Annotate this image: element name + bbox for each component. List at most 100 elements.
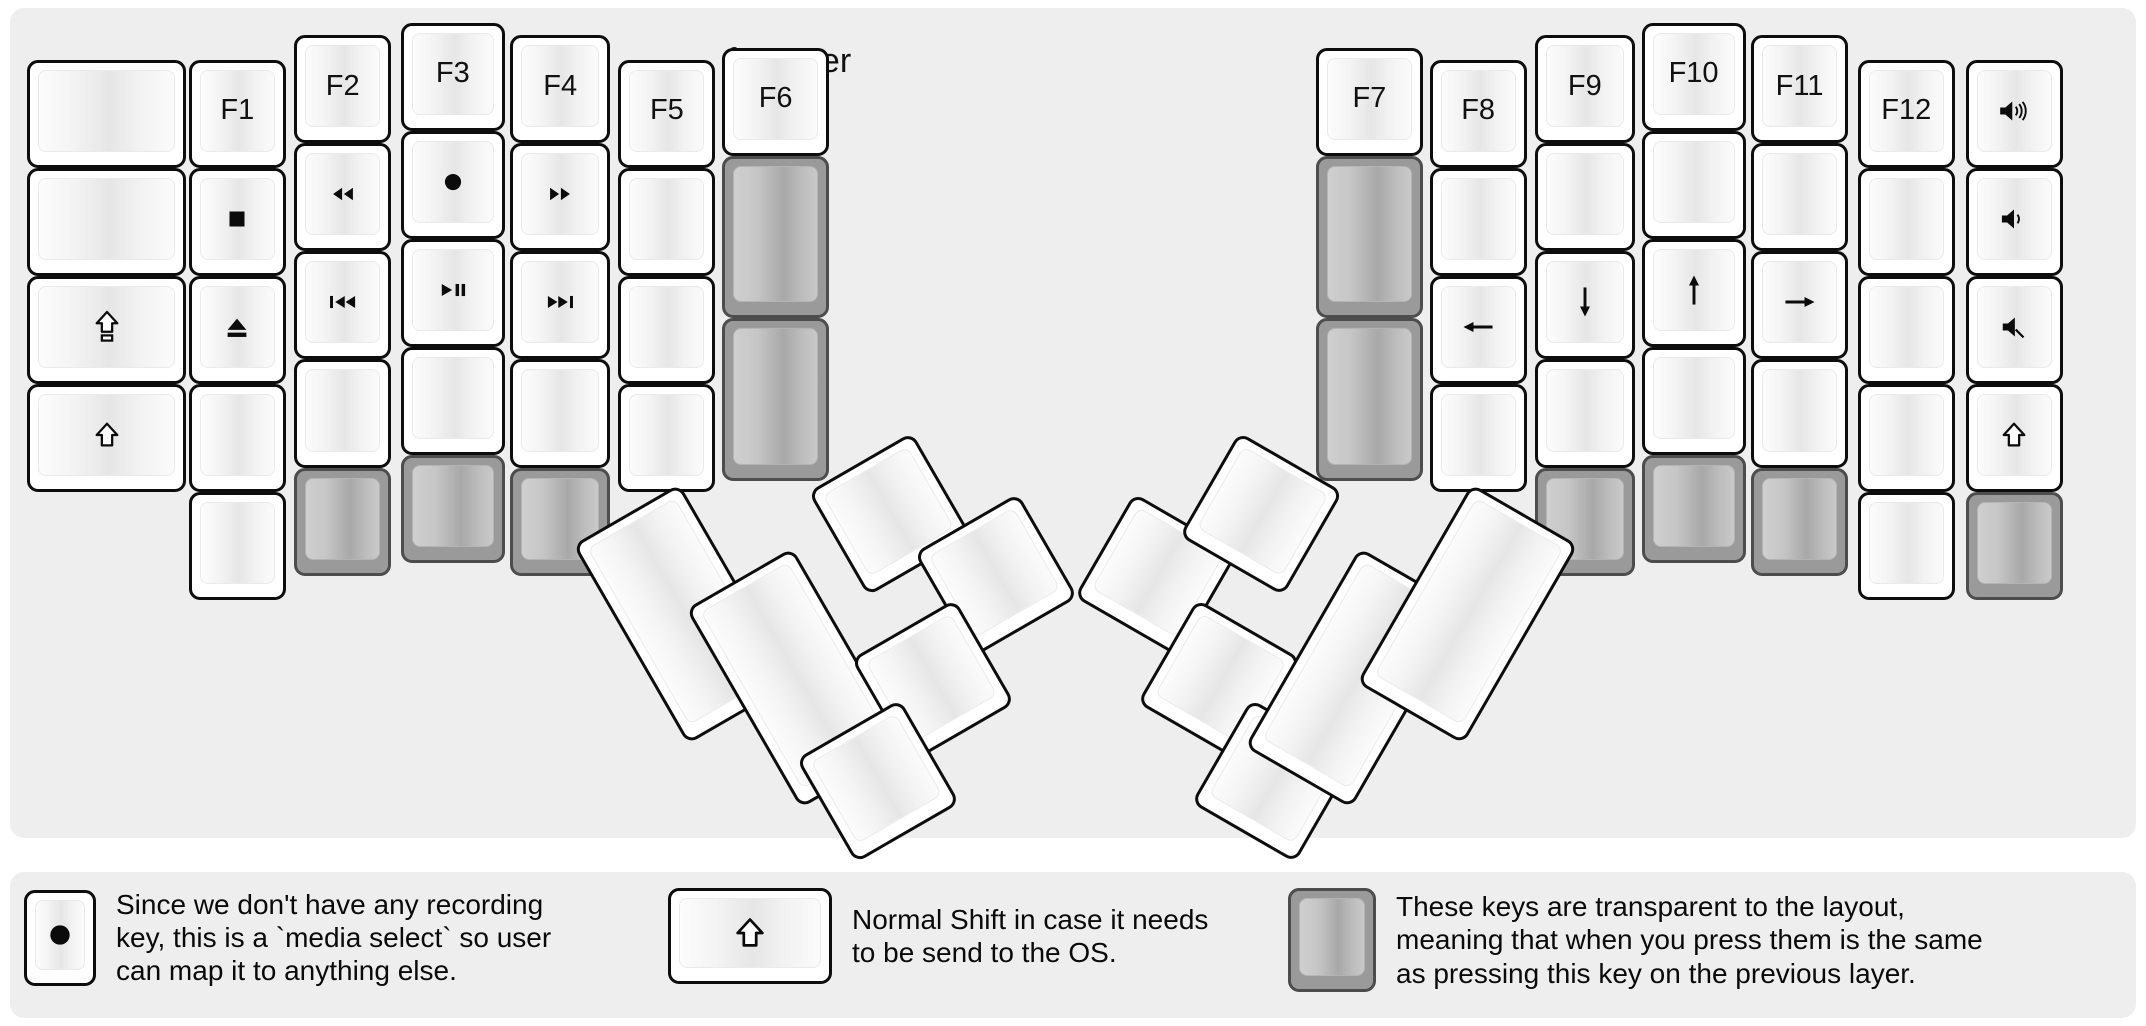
left-inner-extra-key-1[interactable]: F6 xyxy=(722,47,829,156)
left-pinky-outer-key-4[interactable] xyxy=(27,384,187,493)
left-inner-extra-key-3[interactable] xyxy=(722,318,829,482)
right-index-key-3[interactable] xyxy=(1534,251,1635,360)
keycap xyxy=(305,153,381,236)
media-record-icon xyxy=(438,167,468,197)
right-pinky-key-1[interactable]: F12 xyxy=(1857,59,1955,168)
right-pinky-outer-key-2[interactable] xyxy=(1965,167,2063,276)
right-middle-key-1[interactable]: F10 xyxy=(1641,22,1746,131)
volume-down-icon xyxy=(1995,204,2033,234)
right-inner-extra-key-2[interactable] xyxy=(1316,155,1423,319)
keycap xyxy=(1976,69,2052,152)
right-index-key-2[interactable] xyxy=(1534,143,1635,252)
left-middle-key-2[interactable] xyxy=(400,131,505,240)
right-inner-extra-key-3[interactable] xyxy=(1316,318,1423,482)
keycap: F10 xyxy=(1652,32,1735,115)
left-pinky-key-2[interactable] xyxy=(188,167,286,276)
right-index-key-1[interactable]: F9 xyxy=(1534,35,1635,144)
keycap xyxy=(521,261,600,344)
legend-text-1: Since we don't have any recording key, t… xyxy=(116,889,552,987)
left-index-key-4[interactable] xyxy=(510,359,611,468)
keycap xyxy=(1762,369,1838,452)
left-pinky-outer-key-3[interactable] xyxy=(27,276,187,385)
key-label: F4 xyxy=(543,69,578,102)
keycap xyxy=(305,477,381,560)
left-inner-extra-key-2[interactable] xyxy=(722,155,829,319)
keycap xyxy=(733,165,818,303)
left-ring-key-4[interactable] xyxy=(294,359,392,468)
shift-icon xyxy=(1999,420,2029,450)
left-ring-key-5[interactable] xyxy=(294,467,392,576)
left-pinky-key-5[interactable] xyxy=(188,492,286,601)
media-record-icon xyxy=(42,917,78,953)
right-inner-key-3[interactable] xyxy=(1429,276,1527,385)
right-ring-key-1[interactable]: F11 xyxy=(1751,35,1849,144)
left-ring-key-2[interactable] xyxy=(294,143,392,252)
arrow-right-icon xyxy=(1780,287,1820,317)
key-label: F3 xyxy=(435,57,470,90)
key-label: F12 xyxy=(1881,94,1932,127)
right-ring-key-2[interactable] xyxy=(1751,143,1849,252)
right-pinky-key-5[interactable] xyxy=(1857,492,1955,601)
keycap xyxy=(1976,502,2052,585)
left-index-key-2[interactable] xyxy=(510,143,611,252)
keycap xyxy=(1440,394,1516,477)
keycap xyxy=(1440,177,1516,260)
legend-item-2: Normal Shift in case it needs to be send… xyxy=(668,888,1208,984)
right-pinky-key-3[interactable] xyxy=(1857,276,1955,385)
right-pinky-outer-key-4[interactable] xyxy=(1965,384,2063,493)
legend-key-3 xyxy=(1288,888,1376,992)
right-middle-key-5[interactable] xyxy=(1641,455,1746,564)
media-fast-forward-icon xyxy=(542,179,578,209)
shift-icon xyxy=(92,420,122,450)
keycap xyxy=(1868,177,1944,260)
left-inner-key-4[interactable] xyxy=(618,384,716,493)
right-middle-key-3[interactable] xyxy=(1641,239,1746,348)
right-inner-key-2[interactable] xyxy=(1429,167,1527,276)
keycap xyxy=(199,177,275,260)
right-index-key-4[interactable] xyxy=(1534,359,1635,468)
keycap xyxy=(411,357,494,440)
left-pinky-key-1[interactable]: F1 xyxy=(188,59,286,168)
left-inner-key-3[interactable] xyxy=(618,276,716,385)
arrow-down-icon xyxy=(1570,282,1600,322)
left-index-key-1[interactable]: F4 xyxy=(510,35,611,144)
left-middle-key-1[interactable]: F3 xyxy=(400,22,505,131)
keycap xyxy=(305,261,381,344)
right-ring-key-3[interactable] xyxy=(1751,251,1849,360)
left-pinky-outer-key-1[interactable] xyxy=(27,59,187,168)
keycap: F1 xyxy=(199,69,275,152)
left-middle-key-4[interactable] xyxy=(400,347,505,456)
keycap xyxy=(1762,477,1838,560)
left-middle-key-5[interactable] xyxy=(400,455,505,564)
left-inner-key-1[interactable]: F5 xyxy=(618,59,716,168)
keycap: F11 xyxy=(1762,45,1838,128)
left-pinky-outer-key-2[interactable] xyxy=(27,167,187,276)
right-pinky-outer-key-5[interactable] xyxy=(1965,492,2063,601)
right-pinky-key-2[interactable] xyxy=(1857,167,1955,276)
right-inner-key-1[interactable]: F8 xyxy=(1429,59,1527,168)
left-index-key-3[interactable] xyxy=(510,251,611,360)
key-label: F10 xyxy=(1668,57,1719,90)
shift-icon xyxy=(732,915,768,951)
right-middle-key-4[interactable] xyxy=(1641,347,1746,456)
right-middle-key-2[interactable] xyxy=(1641,131,1746,240)
left-inner-key-2[interactable] xyxy=(618,167,716,276)
right-inner-extra-key-1[interactable]: F7 xyxy=(1316,47,1423,156)
right-pinky-outer-key-1[interactable] xyxy=(1965,59,2063,168)
left-ring-key-1[interactable]: F2 xyxy=(294,35,392,144)
right-ring-key-4[interactable] xyxy=(1751,359,1849,468)
left-middle-key-3[interactable] xyxy=(400,239,505,348)
right-pinky-outer-key-3[interactable] xyxy=(1965,276,2063,385)
left-ring-key-3[interactable] xyxy=(294,251,392,360)
left-pinky-key-4[interactable] xyxy=(188,384,286,493)
keycap xyxy=(1652,249,1735,332)
legend-item-3: These keys are transparent to the layout… xyxy=(1288,888,1983,992)
right-pinky-key-4[interactable] xyxy=(1857,384,1955,493)
right-ring-key-5[interactable] xyxy=(1751,467,1849,576)
right-inner-key-4[interactable] xyxy=(1429,384,1527,493)
keycap xyxy=(629,286,705,369)
keycap xyxy=(199,286,275,369)
arrow-left-icon xyxy=(1458,312,1498,342)
left-pinky-key-3[interactable] xyxy=(188,276,286,385)
